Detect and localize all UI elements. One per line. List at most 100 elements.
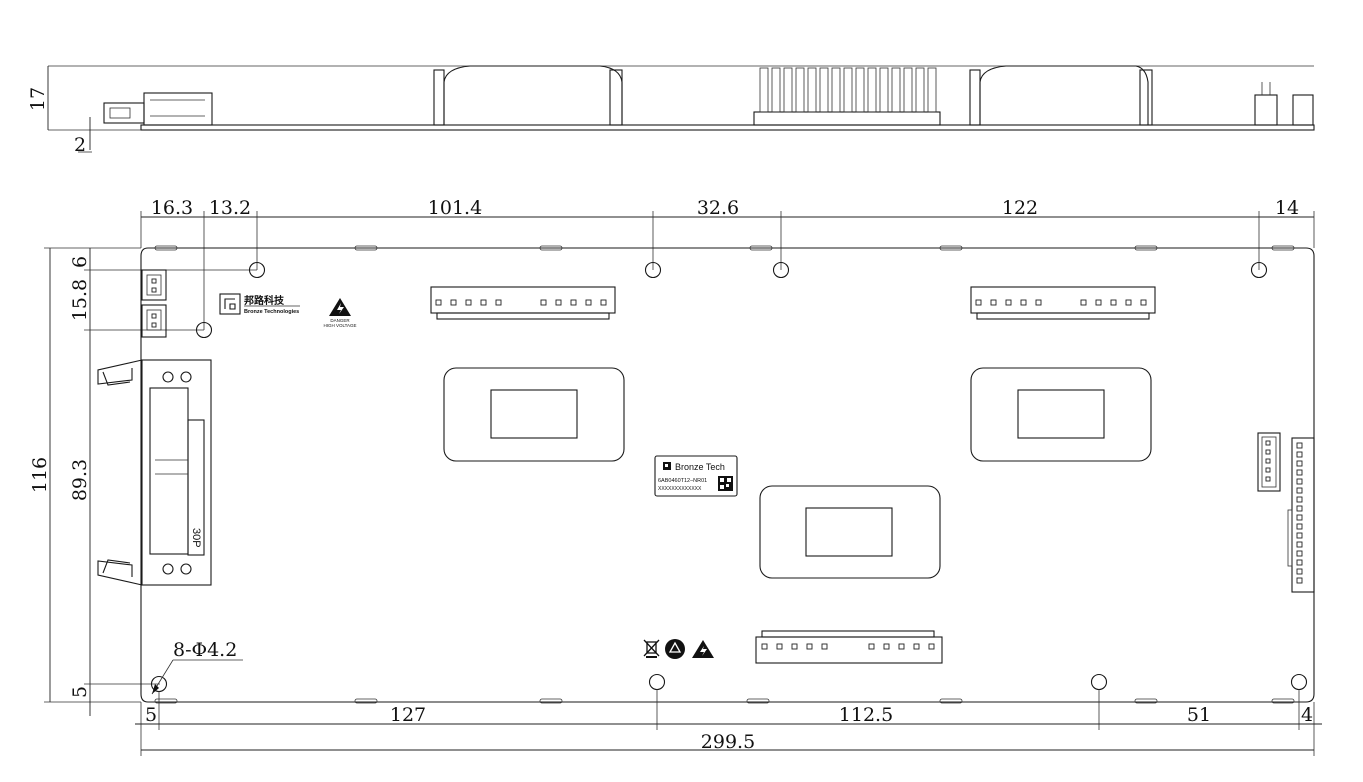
dim-bottom-4: 51 xyxy=(1187,704,1211,726)
label-brand: Bronze Tech xyxy=(675,462,725,472)
connector-pin xyxy=(1296,469,1303,476)
connector-pin xyxy=(480,299,487,306)
connector-pin xyxy=(761,643,768,650)
edge-pad xyxy=(1134,698,1158,704)
edge-pad xyxy=(939,245,963,251)
connector-pin xyxy=(776,643,783,650)
connector-pin xyxy=(1296,523,1303,530)
recycle-icon xyxy=(665,639,685,659)
mounting-hole xyxy=(648,673,666,691)
mounting-hole xyxy=(1290,673,1308,691)
header-30p: 30P xyxy=(97,359,212,586)
connector-pin xyxy=(1110,299,1117,306)
transformer-left xyxy=(443,367,625,462)
connector-pin xyxy=(1296,577,1303,584)
connector-pin xyxy=(1296,514,1303,521)
connector-pin xyxy=(555,299,562,306)
dim-left-3: 89.3 xyxy=(69,459,91,501)
mounting-hole xyxy=(195,321,213,339)
mounting-hole xyxy=(150,675,168,693)
dim-bottom-5: 4 xyxy=(1301,704,1313,726)
connector-pin xyxy=(821,643,828,650)
dim-top-6: 14 xyxy=(1275,197,1299,219)
heatsink-fin xyxy=(903,67,913,113)
product-label: Bronze Tech 6AB0460T12–NR01 XXXXXXXXXXXX… xyxy=(654,455,738,497)
heatsink-fin xyxy=(915,67,925,113)
dim-top-2: 13.2 xyxy=(209,197,251,219)
edge-pad xyxy=(1271,245,1295,251)
dim-bottom-3: 112.5 xyxy=(839,704,893,726)
pcb-top-view: 邦路科技 Bronze Technologies DANGER HIGH VOL… xyxy=(97,245,1315,704)
heatsink-fin xyxy=(843,67,853,113)
side-view-pcb xyxy=(140,124,1315,131)
connector-pin xyxy=(883,643,890,650)
connector-pin xyxy=(1095,299,1102,306)
mounting-hole xyxy=(772,261,790,279)
edge-pad xyxy=(354,245,378,251)
mounting-hole xyxy=(248,261,266,279)
dim-bottom-overall: 299.5 xyxy=(701,731,755,753)
edge-pad xyxy=(749,245,773,251)
heatsink-fin xyxy=(927,67,937,113)
connector-right-small xyxy=(1257,432,1281,492)
connector-pin xyxy=(975,299,982,306)
connector-pin xyxy=(1125,299,1132,306)
side-view-component-2 xyxy=(969,65,1153,126)
label-model: 6AB0460T12–NR01 xyxy=(658,478,707,484)
connector-pin xyxy=(540,299,547,306)
mounting-holes xyxy=(150,261,1308,693)
side-view-component-1 xyxy=(433,65,623,126)
connector-pin xyxy=(791,643,798,650)
connector-pin xyxy=(1035,299,1042,306)
connector-pin xyxy=(435,299,442,306)
warning-line-1: DANGER xyxy=(330,318,350,323)
heatsink-fin xyxy=(867,67,877,113)
connector-pin xyxy=(1296,460,1303,467)
dim-bottom-2: 127 xyxy=(390,704,426,726)
warning-triangle-icon xyxy=(692,640,714,658)
logo-en-text: Bronze Technologies xyxy=(244,309,299,315)
edge-pad xyxy=(154,245,178,251)
compliance-icons xyxy=(643,639,714,659)
heatsink-fin xyxy=(759,67,769,113)
edge-pad xyxy=(539,245,563,251)
connector-pin xyxy=(898,643,905,650)
heatsink-fin xyxy=(831,67,841,113)
transformer-center xyxy=(759,485,941,579)
connector-pin xyxy=(1020,299,1027,306)
weee-bin-icon xyxy=(643,639,660,658)
connector-pin xyxy=(450,299,457,306)
connector-pin xyxy=(868,643,875,650)
dim-left-4: 5 xyxy=(69,686,91,698)
edge-pad xyxy=(354,698,378,704)
connector-pin xyxy=(990,299,997,306)
connector-pin xyxy=(600,299,607,306)
heatsink-fin xyxy=(783,67,793,113)
heatsink-fin xyxy=(855,67,865,113)
dim-left-2: 15.8 xyxy=(69,279,91,321)
dim-top-1: 16.3 xyxy=(151,197,193,219)
pcb-outline xyxy=(140,247,1315,703)
heatsink-fin xyxy=(879,67,889,113)
connector-pin xyxy=(1265,458,1271,464)
edge-pad xyxy=(939,698,963,704)
dim-side-offset: 2 xyxy=(74,134,86,156)
top-dimensions: 16.3 13.2 101.4 32.6 122 14 xyxy=(140,197,1315,330)
dim-left-overall: 116 xyxy=(29,457,51,493)
connector-pin xyxy=(1265,476,1271,482)
connector-pin xyxy=(1296,559,1303,566)
edge-pads xyxy=(154,245,1295,704)
header-label: 30P xyxy=(190,528,202,548)
side-view-heatsink xyxy=(753,67,941,126)
heatsink-fin xyxy=(807,67,817,113)
holes-callout-text: 8-Φ4.2 xyxy=(173,639,237,661)
dim-top-5: 122 xyxy=(1002,197,1038,219)
edge-pad xyxy=(1271,698,1295,704)
mounting-hole xyxy=(1250,261,1268,279)
dim-bottom-1: 5 xyxy=(145,704,157,726)
high-voltage-warning: DANGER HIGH VOLTAGE xyxy=(323,298,357,328)
connector-pin xyxy=(913,643,920,650)
bronze-logo: 邦路科技 Bronze Technologies xyxy=(219,293,300,315)
dim-side-height: 17 xyxy=(27,87,49,111)
